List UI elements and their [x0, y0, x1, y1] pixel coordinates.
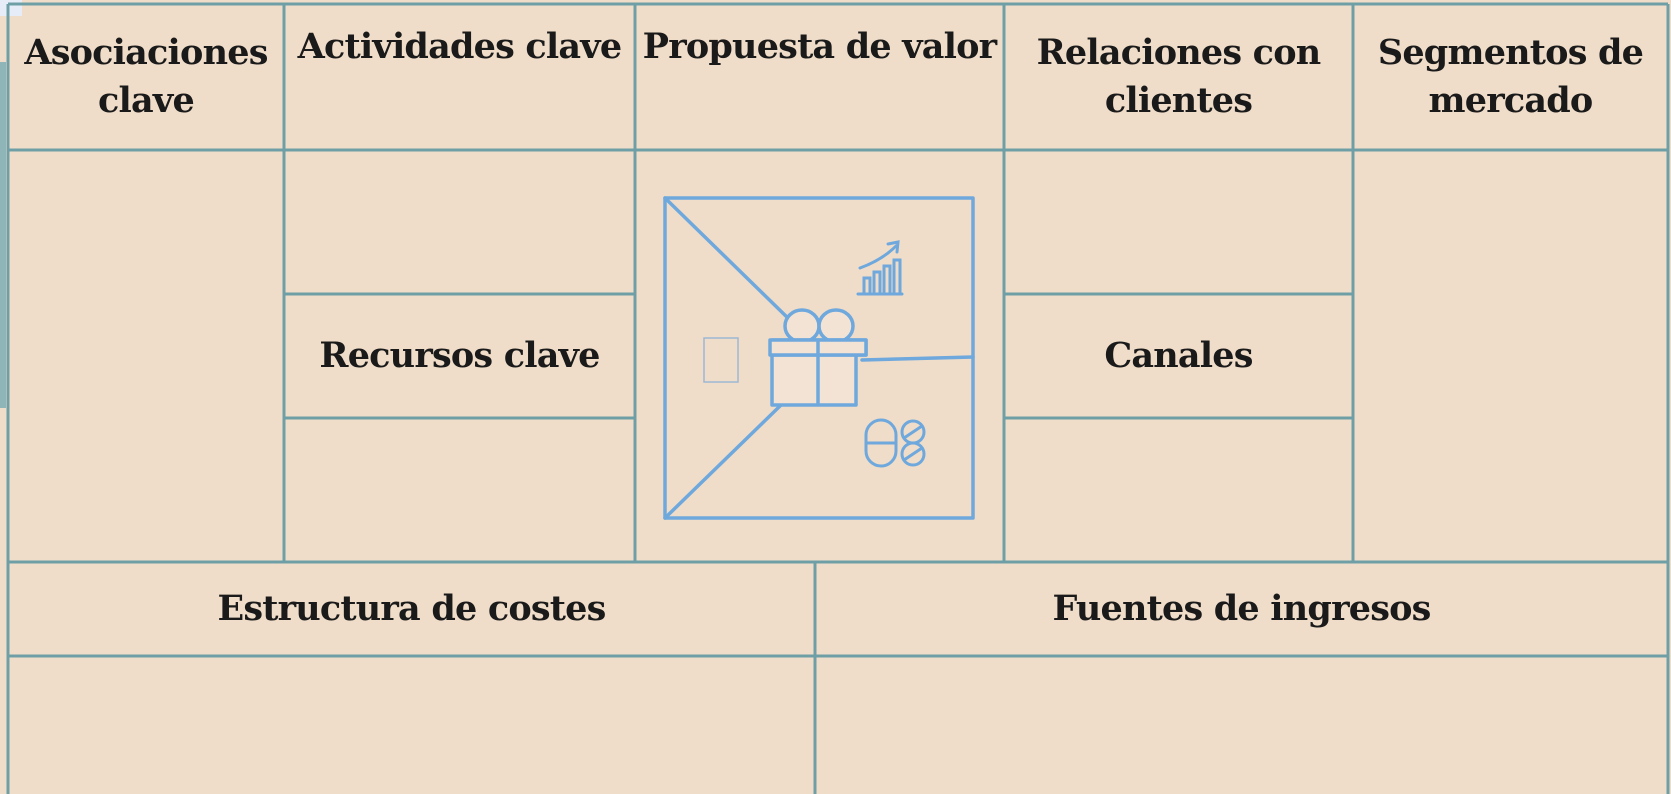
header-customer-segments: Segmentos de mercado [1377, 32, 1644, 121]
value-proposition-illustration [663, 196, 975, 520]
gift-icon [768, 308, 868, 407]
placeholder-box-icon [703, 337, 739, 383]
frame-diagonal-bottom [663, 404, 782, 520]
header-customer-relationships: Relaciones con clientes [1036, 32, 1322, 121]
growth-chart-icon [856, 240, 904, 296]
header-key-activities: Actividades clave [297, 26, 622, 67]
header-cost-structure: Estructura de costes [217, 588, 606, 629]
left-edge-strip [0, 62, 6, 408]
header-key-partners: Asociaciones clave [24, 32, 268, 121]
header-value-proposition: Propuesta de valor [642, 26, 997, 67]
header-key-resources: Recursos clave [319, 335, 600, 376]
header-channels: Canales [1104, 335, 1253, 376]
header-revenue-streams: Fuentes de ingresos [1052, 588, 1431, 629]
frame-line-right [860, 355, 975, 362]
pills-icon [864, 418, 926, 468]
frame-diagonal-top [663, 196, 794, 324]
